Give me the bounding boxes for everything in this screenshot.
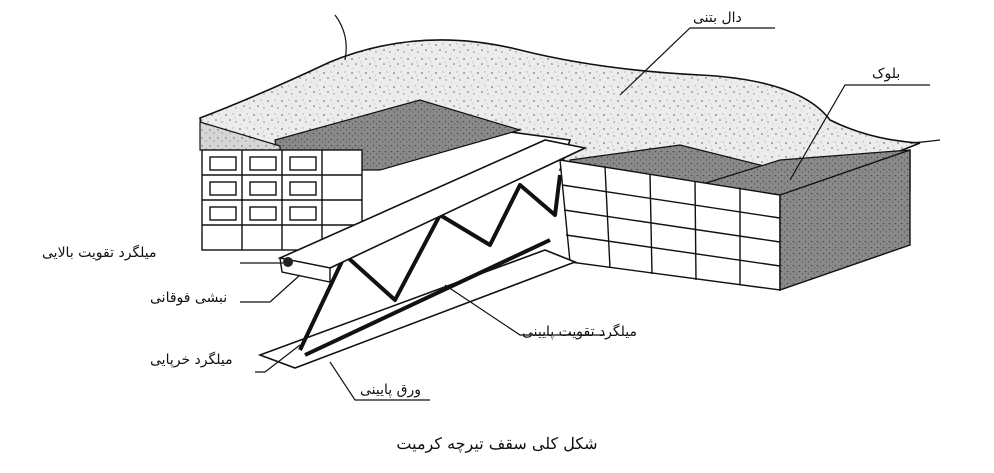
leader-bottom-rebar: [444, 284, 605, 336]
label-concrete-slab: دال بتنی: [693, 10, 742, 26]
figure-caption: شکل کلی سقف تیرچه کرمیت: [396, 434, 598, 453]
label-bottom-rebar: میلگرد تقویت پایینی: [522, 324, 637, 340]
label-truss-rebar: میلگرد خرپایی: [150, 352, 233, 368]
joist-slab-diagram: [199, 14, 941, 401]
leader-slab: [619, 27, 775, 96]
label-bottom-plate: ورق پایینی: [360, 382, 422, 398]
leader-block: [789, 84, 930, 181]
label-top-rebar: میلگرد تقویت بالایی: [42, 245, 157, 261]
right-hollow-block: [559, 149, 911, 291]
truss-rebar: [298, 174, 562, 351]
bottom-rebar-line: [304, 238, 551, 357]
label-block: بلوک: [872, 66, 901, 82]
label-top-angle: نبشی فوقانی: [150, 290, 228, 306]
leader-truss: [255, 344, 301, 373]
leader-plate: [329, 361, 430, 401]
leader-top-angle: [240, 274, 301, 303]
